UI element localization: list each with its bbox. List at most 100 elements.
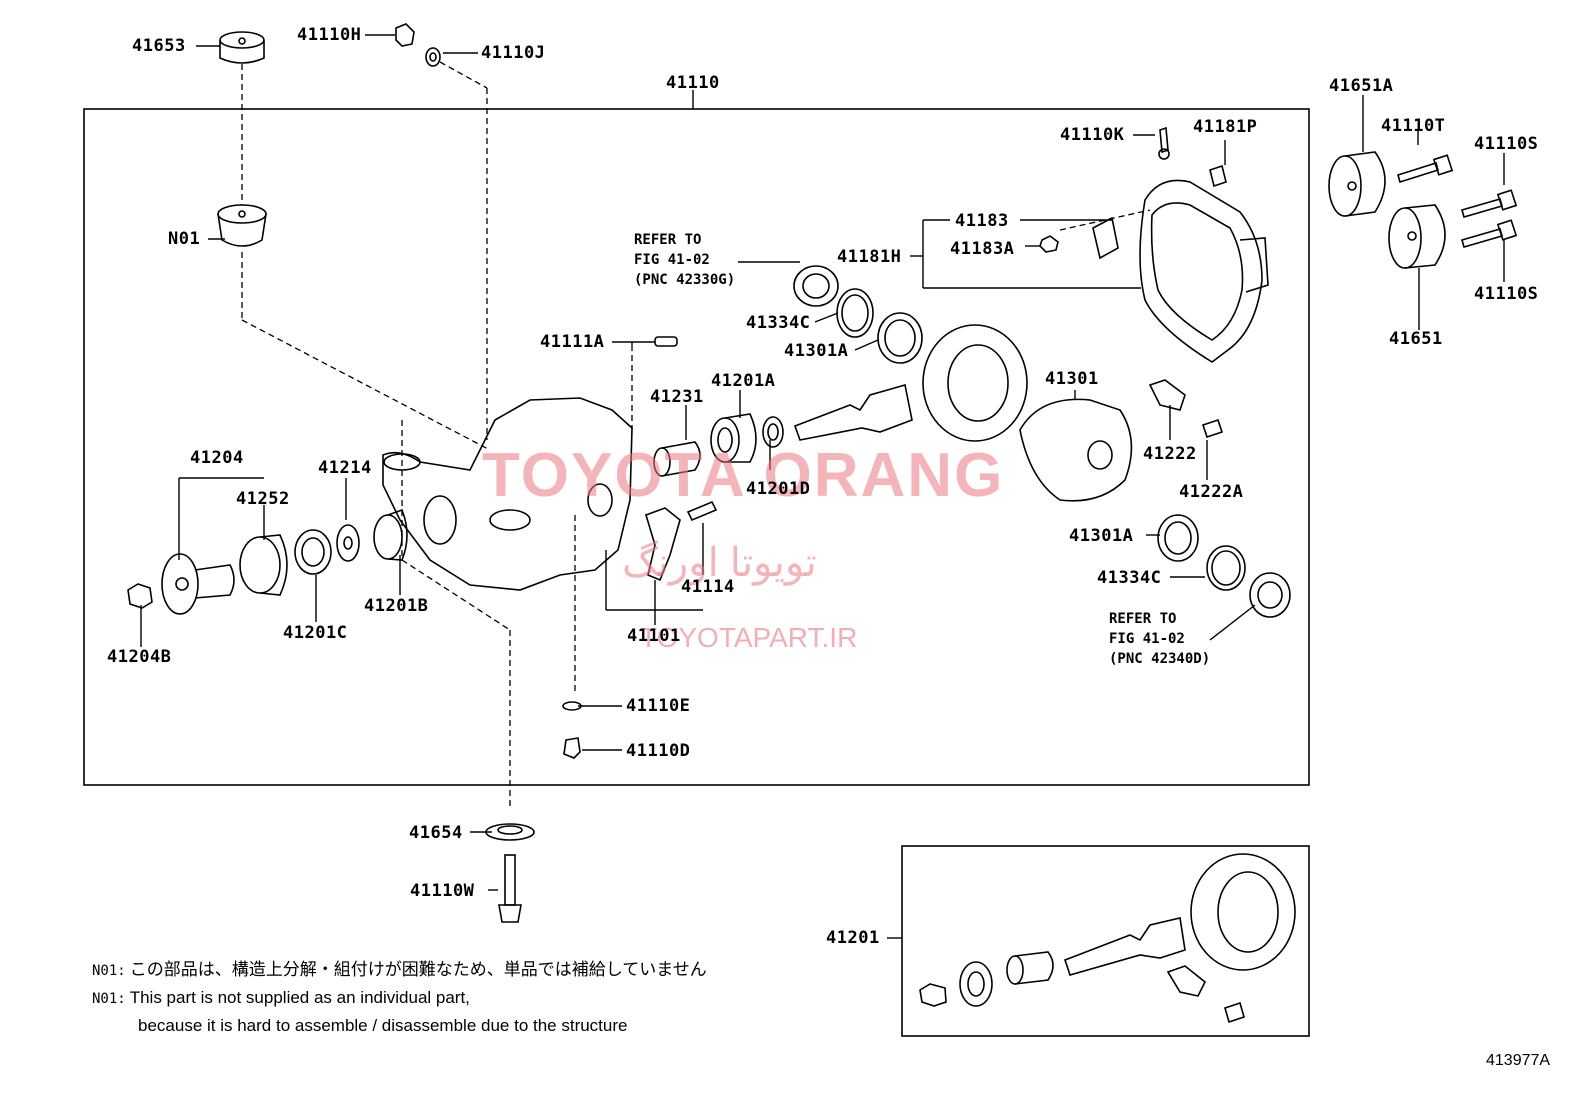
part-41201C-seal	[294, 529, 332, 575]
label-41201A: 41201A	[711, 371, 776, 391]
label-41651: 41651	[1389, 329, 1443, 349]
part-41110K-vent	[1158, 126, 1170, 160]
label-41301: 41301	[1045, 369, 1099, 389]
kit-41201-frame	[901, 845, 1310, 1037]
part-41110E-gasket	[562, 701, 582, 711]
refer-upper-line1: REFER TO	[634, 232, 702, 248]
watermark-url: TOYOTAPART.IR	[640, 622, 858, 653]
label-N01: N01	[168, 229, 201, 249]
part-41334C-lower	[1206, 545, 1246, 591]
part-41654-washer	[485, 823, 535, 841]
part-41183-bracket	[1092, 216, 1119, 260]
part-41201D-washer	[762, 416, 784, 448]
figure-code: 413977A	[1486, 1052, 1551, 1069]
leader-lines	[140, 34, 1505, 939]
refer-to-upper: REFER TO FIG 41-02 (PNC 42330G)	[634, 230, 735, 290]
label-41110W: 41110W	[410, 881, 475, 901]
part-41183A-bolt	[1039, 235, 1059, 253]
label-41181P: 41181P	[1193, 117, 1258, 137]
watermark-farsi: تویوتا اورنگ	[622, 541, 817, 585]
kit-41201-parts	[919, 853, 1296, 1024]
note-english-line2: because it is hard to assemble / disasse…	[138, 1016, 628, 1035]
label-41334C-upper: 41334C	[746, 313, 811, 333]
label-41653: 41653	[132, 36, 186, 56]
part-41181H-cover	[1139, 179, 1269, 363]
refer-lower-line2: FIG 41-02	[1109, 631, 1185, 647]
label-41222: 41222	[1143, 444, 1197, 464]
part-41111A-pin	[654, 336, 678, 347]
note-en-key: N01:	[92, 991, 126, 1007]
part-41110D-plug	[563, 737, 581, 759]
refer-lower-line3: (PNC 42340D)	[1109, 651, 1211, 667]
part-41201B-bearing	[373, 508, 408, 561]
part-41301-diff-case	[1019, 398, 1133, 502]
label-41334C-lower: 41334C	[1097, 568, 1162, 588]
label-41214: 41214	[318, 458, 372, 478]
label-41654: 41654	[409, 823, 463, 843]
label-41111A: 41111A	[540, 332, 605, 352]
label-41201: 41201	[826, 928, 880, 948]
label-41110K: 41110K	[1060, 125, 1125, 145]
label-41110S-top: 41110S	[1474, 134, 1539, 154]
label-41201C: 41201C	[283, 623, 348, 643]
part-41110S-bolts	[1461, 189, 1518, 248]
label-41110D: 41110D	[626, 741, 691, 761]
note-jp-key: N01:	[92, 963, 126, 979]
note-jp-text: この部品は、構造上分解・組付けが困難なため、単品では補給していません	[129, 960, 707, 979]
label-41114: 41114	[681, 577, 735, 597]
part-41231-spacer	[653, 441, 701, 477]
part-41114-bolt	[686, 500, 718, 522]
refer-lower-line1: REFER TO	[1109, 611, 1177, 627]
label-41110H: 41110H	[297, 25, 362, 45]
refer-to-lower: REFER TO FIG 41-02 (PNC 42340D)	[1109, 609, 1210, 669]
label-41201D: 41201D	[746, 479, 811, 499]
label-41183A: 41183A	[950, 239, 1015, 259]
label-41110E: 41110E	[626, 696, 691, 716]
note-english-line1: N01:This part is not supplied as an indi…	[92, 988, 470, 1009]
main-assembly-frame	[83, 108, 1310, 786]
label-41201B: 41201B	[364, 596, 429, 616]
part-41110-carrier	[382, 397, 633, 591]
note-japanese: N01:この部品は、構造上分解・組付けが困難なため、単品では補給していません	[92, 960, 707, 981]
part-41651A-mount	[1328, 151, 1386, 217]
part-41201A-bearing	[710, 413, 757, 463]
label-41222A: 41222A	[1179, 482, 1244, 502]
part-41301A-upper	[877, 312, 923, 364]
part-41101-bearing-cap	[645, 507, 681, 582]
note-en-text1: This part is not supplied as an individu…	[129, 988, 470, 1007]
part-41334C-upper	[836, 288, 874, 338]
part-41110T-bolt	[1397, 154, 1454, 184]
part-41222-lock	[1148, 379, 1186, 411]
part-41252-deflector	[239, 534, 288, 596]
label-41110T: 41110T	[1381, 116, 1446, 136]
label-41101: 41101	[627, 626, 681, 646]
part-41204-flange	[161, 553, 235, 615]
refer-upper-line2: FIG 41-02	[634, 252, 710, 268]
label-41204B: 41204B	[107, 647, 172, 667]
label-41252: 41252	[236, 489, 290, 509]
refer-upper-line3: (PNC 42330G)	[634, 272, 736, 288]
dashed-guides	[241, 61, 1151, 810]
label-41301A-lower: 41301A	[1069, 526, 1134, 546]
part-oil-seal-upper	[793, 265, 839, 307]
part-41653-cap	[219, 31, 265, 64]
part-oil-seal-lower	[1249, 572, 1291, 618]
label-41110S-bottom: 41110S	[1474, 284, 1539, 304]
part-ring-gear	[922, 324, 1028, 442]
label-41183: 41183	[955, 211, 1009, 231]
part-41204B-nut	[127, 583, 153, 609]
watermark-main: TOYOTA ORANG	[482, 441, 1005, 510]
part-41651-mount	[1388, 204, 1446, 269]
part-drive-pinion	[793, 383, 913, 441]
label-41231: 41231	[650, 387, 704, 407]
part-41110W-bolt	[498, 854, 522, 923]
part-41110H-plug	[395, 23, 415, 47]
label-41181H: 41181H	[837, 247, 902, 267]
part-41110J-washer	[425, 47, 441, 67]
label-41110: 41110	[666, 73, 720, 93]
part-41222A-bolt	[1201, 418, 1224, 439]
part-41181P-bolt	[1209, 164, 1227, 188]
label-41110J: 41110J	[481, 43, 546, 63]
part-N01-bushing	[217, 204, 267, 247]
